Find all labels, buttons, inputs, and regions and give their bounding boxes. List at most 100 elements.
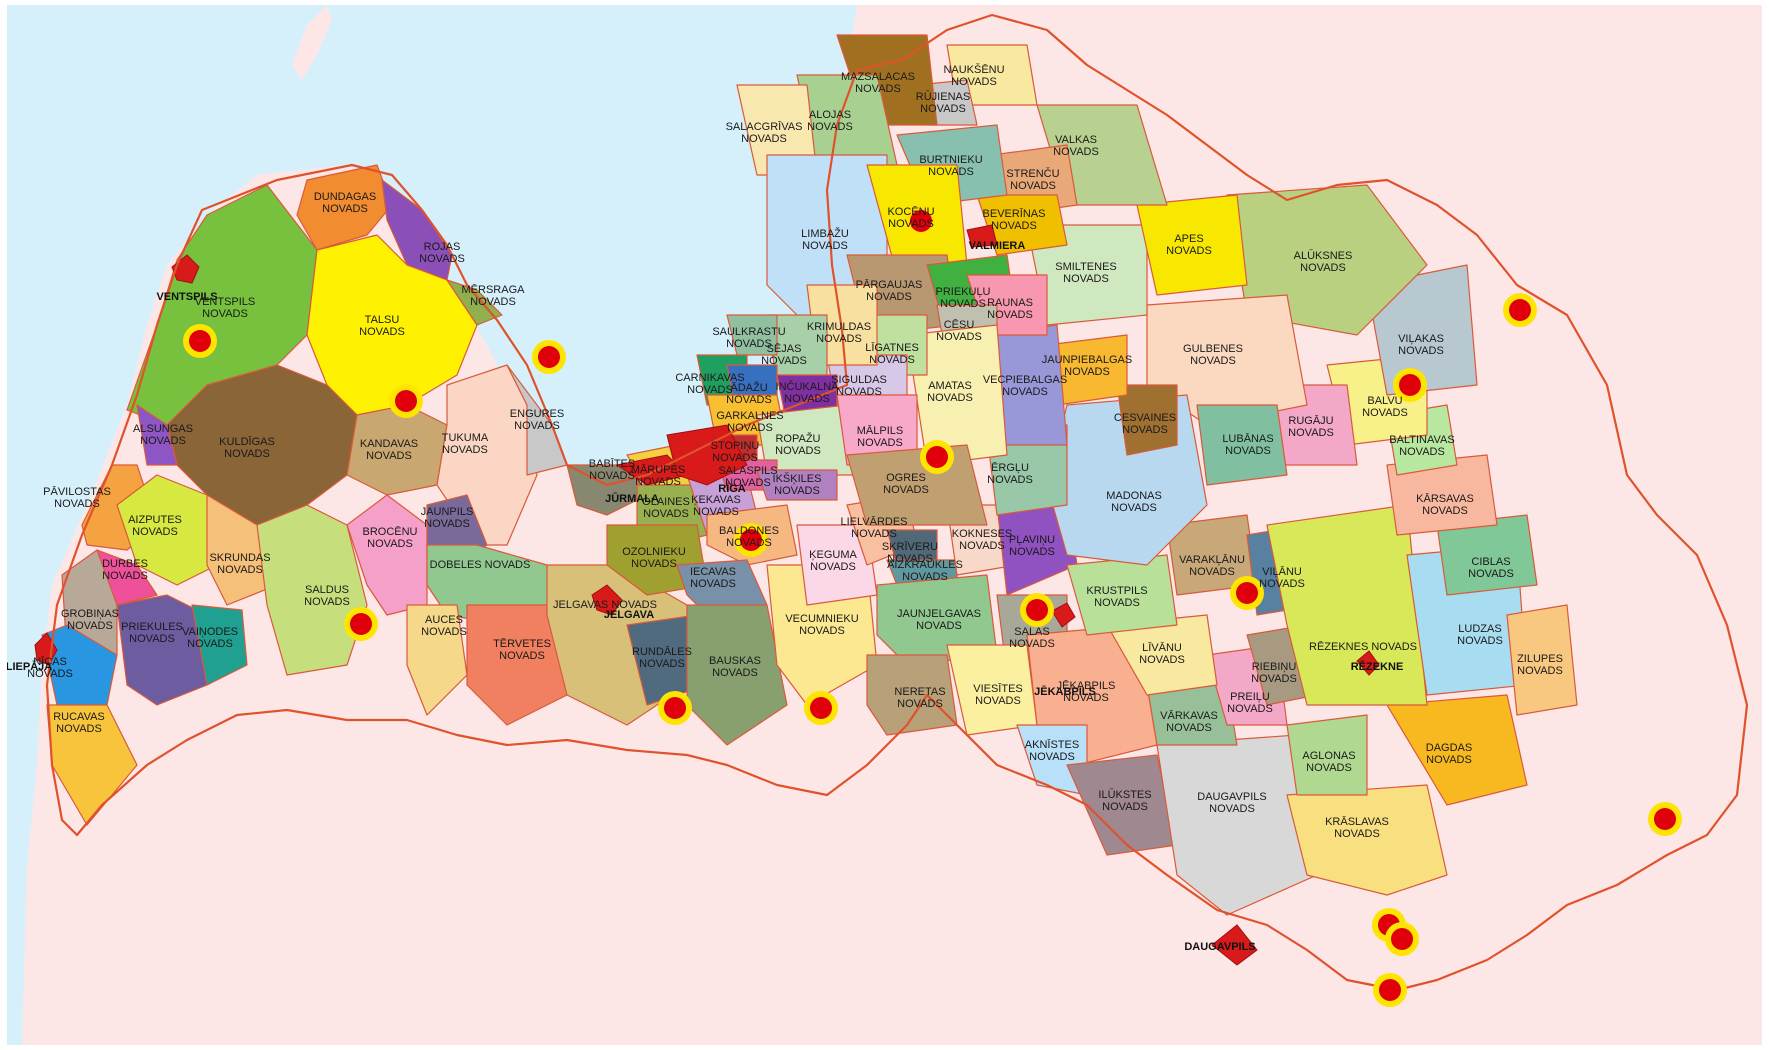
location-marker-dot[interactable] (1379, 979, 1401, 1001)
city-label: RĒZEKNE (1351, 661, 1404, 673)
municipality-50[interactable] (1286, 784, 1448, 896)
location-marker-dot[interactable] (910, 210, 932, 232)
municipality-13[interactable] (206, 494, 278, 606)
municipality-6[interactable] (136, 404, 178, 466)
municipality-71[interactable] (1196, 404, 1288, 486)
location-marker-dot[interactable] (1399, 374, 1421, 396)
municipality-21[interactable] (41, 624, 118, 706)
city-area-rēzekne[interactable] (1356, 650, 1380, 676)
location-marker-dot[interactable] (1509, 299, 1531, 321)
location-marker-dot[interactable] (395, 390, 417, 412)
location-marker-dot[interactable] (1236, 582, 1258, 604)
location-marker-dot[interactable] (1654, 808, 1676, 830)
location-marker-dot[interactable] (664, 697, 686, 719)
municipality-24[interactable] (466, 604, 568, 726)
location-marker-dot[interactable] (189, 330, 211, 352)
location-marker-dot[interactable] (1391, 928, 1413, 950)
municipality-49[interactable] (1156, 734, 1318, 916)
city-label: VALMIERA (969, 240, 1026, 252)
city-label: JĒKABPILS (1034, 686, 1096, 698)
city-area-rīga[interactable] (666, 424, 748, 486)
city-label: JELGAVA (604, 609, 654, 621)
location-marker-dot[interactable] (810, 697, 832, 719)
municipality-20[interactable] (191, 604, 248, 686)
municipality-label: RĒZEKNES NOVADS (1309, 641, 1417, 653)
municipality-3[interactable] (306, 234, 478, 416)
city-area-valmiera[interactable] (966, 224, 998, 248)
city-area-daugavpils[interactable] (1211, 924, 1258, 966)
municipality-0[interactable] (296, 164, 393, 251)
municipality-34[interactable] (686, 604, 788, 746)
municipality-62[interactable] (1506, 604, 1578, 716)
city-area-jelgava[interactable] (591, 584, 623, 616)
location-marker-dot[interactable] (740, 529, 762, 551)
municipality-60[interactable] (1266, 504, 1428, 706)
map-canvas: VENTSPILSLIEPĀJAJŪRMALARĪGAJELGAVAVALMIE… (7, 5, 1762, 1045)
municipality-52[interactable] (1286, 714, 1368, 796)
municipality-94[interactable] (906, 324, 1008, 466)
municipality-73[interactable] (1116, 384, 1178, 456)
city-area-jēkabpils[interactable] (1051, 602, 1076, 628)
municipality-99[interactable] (726, 314, 778, 356)
location-marker-dot[interactable] (1026, 599, 1048, 621)
municipality-63[interactable] (1436, 514, 1538, 596)
municipality-44[interactable] (866, 654, 958, 736)
location-marker-dot[interactable] (538, 346, 560, 368)
municipality-label: JELGAVAS NOVADS (553, 599, 657, 611)
municipality-23[interactable] (406, 604, 468, 716)
municipality-109[interactable] (756, 469, 838, 501)
city-label: RĪGA (718, 483, 746, 495)
municipality-9[interactable] (506, 364, 568, 476)
location-marker-dot[interactable] (350, 613, 372, 635)
location-marker-dot[interactable] (926, 446, 948, 468)
municipality-label: DOBELES NOVADS (430, 559, 531, 571)
municipality-78[interactable] (1136, 194, 1248, 296)
municipality-51[interactable] (1386, 694, 1528, 806)
